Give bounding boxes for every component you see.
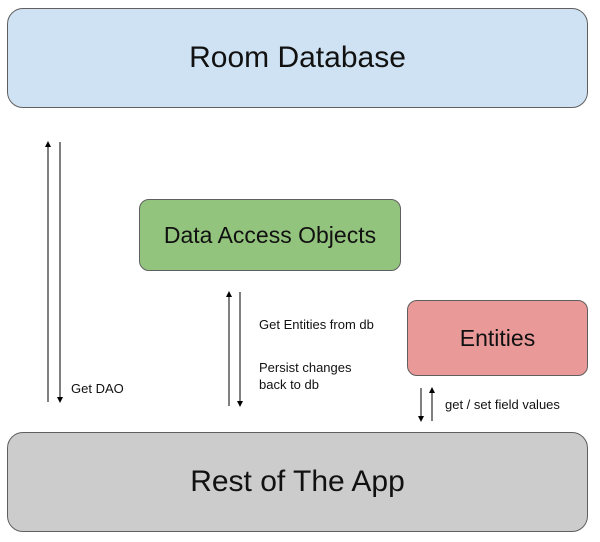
rest-of-app-label: Rest of The App [190, 465, 405, 498]
data-access-objects-label: Data Access Objects [163, 221, 377, 248]
persist-changes-label: Persist changes back to db [259, 360, 352, 392]
rest-of-app-box: Rest of The App [7, 432, 588, 532]
get-dao-label: Get DAO [71, 381, 124, 396]
get-entities-label: Get Entities from db [259, 317, 374, 332]
entities-label: Entities [459, 324, 536, 351]
room-database-box: Room Database [7, 8, 588, 108]
data-access-objects-box: Data Access Objects [139, 199, 401, 271]
room-database-label: Room Database [189, 41, 406, 74]
get-set-field-values-label: get / set field values [445, 397, 560, 412]
entities-box: Entities [407, 300, 588, 376]
